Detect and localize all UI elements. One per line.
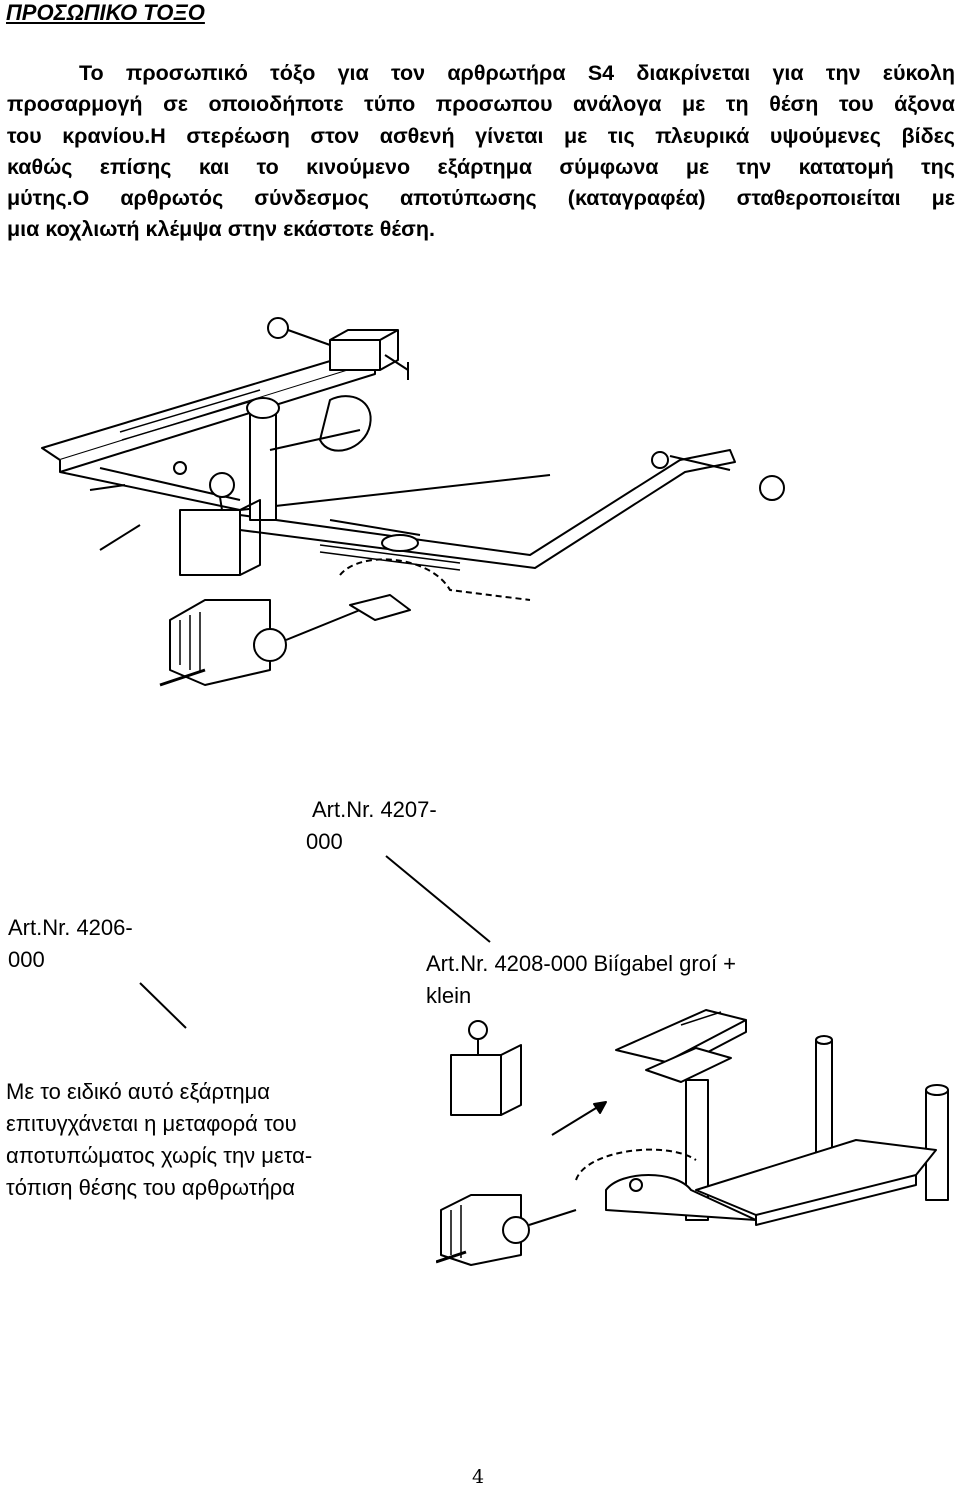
paragraph-line: προσαρμογή σε οποιοδήποτε τύπο προσωπου …	[7, 92, 955, 117]
note-line: επιτυγχάνεται η μεταφορά του	[6, 1111, 297, 1136]
art-4207-caption: Art.Nr. 4207- 000	[306, 794, 437, 858]
art-4207-line-1: Art.Nr. 4207-	[312, 797, 437, 822]
paragraph-line: Το προσωπικό τόξο για τον αρθρωτήρα S4 δ…	[79, 61, 955, 85]
note-line: Με το ειδικό αυτό εξάρτημα	[6, 1079, 270, 1104]
description-paragraph: Το προσωπικό τόξο για τον αρθρωτήρα S4 δ…	[7, 58, 955, 246]
art-4207-line-2: 000	[306, 829, 343, 854]
paragraph-line: μια κοχλιωτή κλέμψα στην εκάστοτε θέση.	[7, 217, 435, 242]
page-number: 4	[472, 1466, 485, 1488]
paragraph-line: μύτης.Ο αρθρωτός σύνδεσμος αποτύπωσης (κ…	[7, 186, 955, 211]
paragraph-line: καθώς επίσης και το κινούμενο εξάρτημα σ…	[7, 154, 955, 179]
note-line: αποτυπώματος χωρίς την μετα-	[6, 1143, 313, 1168]
art-4206-line-2: 000	[8, 947, 45, 972]
art-4206-caption: Art.Nr. 4206- 000	[8, 912, 133, 976]
transfer-device-drawing	[436, 1000, 956, 1270]
art-4208-line-2: klein	[426, 983, 472, 1008]
art-4206-line-1: Art.Nr. 4206-	[8, 915, 133, 940]
art-4208-line-1: Art.Nr. 4208-000 Biígabel groí +	[426, 951, 737, 976]
transfer-note: Με το ειδικό αυτό εξάρτημα επιτυγχάνεται…	[6, 1076, 312, 1204]
note-line: τόπιση θέσης του αρθρωτήρα	[6, 1175, 295, 1200]
facebow-drawing	[30, 300, 830, 700]
page-title: ΠΡΟΣΩΠΙΚΟ ΤΟΞΟ	[6, 0, 205, 25]
art-4208-caption: Art.Nr. 4208-000 Biígabel groí + klein	[426, 948, 736, 1012]
paragraph-line: του κρανίου.Η στερέωση στον ασθενή γίνετ…	[7, 123, 955, 148]
